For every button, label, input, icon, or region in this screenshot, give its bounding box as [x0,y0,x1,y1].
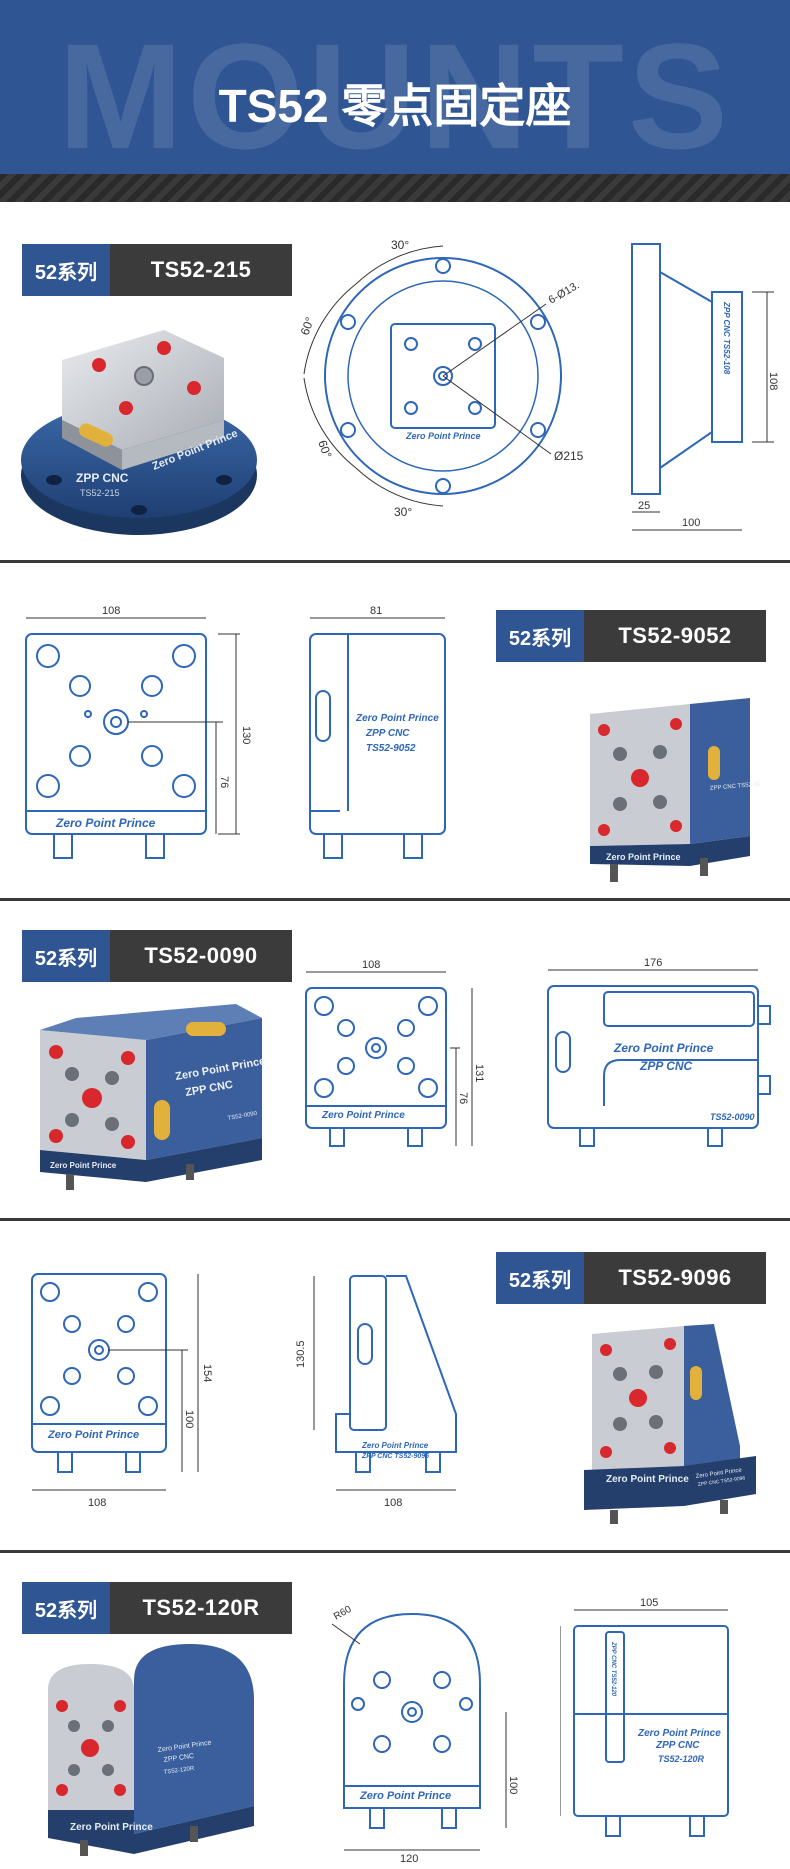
model-tag-ts52-9096: 52系列 TS52-9096 [496,1252,766,1304]
model-tag-ts52-0090: 52系列 TS52-0090 [22,930,292,982]
header-stripe [0,174,790,202]
drawing-side-ts52-215: ZPP CNC TS52-108 108 25 100 [631,243,779,531]
dim-176: 176 [644,957,662,969]
model-label: TS52-120R [110,1582,292,1634]
photo-base: Zero Point Prince [50,1161,117,1170]
dim-105: 105 [640,1597,658,1609]
dim-30-top: 30° [391,238,409,252]
model-tag-ts52-9052: 52系列 TS52-9052 [496,610,766,662]
dim-154: 154 [201,1364,213,1382]
product-photo-ts52-120r: Zero Point Prince ZPP CNC TS52-120R Zero… [48,1644,254,1856]
drawing-side-brand: Zero Point Prince [613,1041,714,1055]
dim-130: 130 [240,726,252,744]
product-photo-ts52-9052: Zero Point Prince ZPP CNC TS52-9052 [590,698,760,882]
dim-108-side: 108 [384,1497,402,1509]
dim-81: 81 [370,605,382,617]
dim-131: 131 [473,1064,485,1082]
dim-108: 108 [767,372,779,390]
drawing-brand: Zero Point Prince [321,1110,405,1121]
model-label: TS52-9096 [584,1252,766,1304]
drawing-side-zpp: ZPP CNC [365,728,410,739]
drawing-side-zpp: ZPP CNC [639,1059,693,1073]
dim-25: 25 [638,500,650,512]
section-divider [0,560,790,563]
drawing-brand: Zero Point Prince [47,1429,139,1441]
dim-diameter: Ø215 [554,449,584,463]
model-label: TS52-215 [110,244,292,296]
header-bg-word: MOUNTS [58,12,732,180]
model-tag-ts52-215: 52系列 TS52-215 [22,244,292,296]
dim-76: 76 [457,1092,469,1104]
drawing-side-brand: Zero Point Prince [637,1728,721,1739]
photo-model: ZPP CNC [163,1753,194,1764]
drawing-side-code: ZPP CNC TS52-120 [610,1641,616,1697]
product-photo-ts52-0090: Zero Point Prince ZPP CNC TS52-0090 Zero… [40,1004,266,1190]
photo-model2: TS52-120R [163,1766,195,1776]
photo-model: ZPP CNC TS52-9052 [710,781,760,792]
section-divider [0,1550,790,1553]
photo-model: TS52-0090 [227,1111,258,1122]
series-label: 52系列 [22,244,110,296]
drawing-front-ts52-120r: R60 100 120 Zero Point Prince [331,1604,519,1864]
page-title: TS52 零点固定座 [218,80,572,132]
photo-brand: Zero Point Prince [606,852,681,862]
drawing-front-ts52-9096: 154 100 108 Zero Point Prince [31,1273,213,1509]
dim-108-front: 108 [88,1497,106,1509]
drawing-side-model: TS52-9052 [366,743,416,754]
drawing-top-ts52-215: 30° 60° 60° 30° 6-Ø13. Ø215 Zero Point P… [298,238,584,519]
dim-60-top: 60° [298,315,317,337]
dim-60-bottom: 60° [315,438,334,460]
model-tag-ts52-120r: 52系列 TS52-120R [22,1582,292,1634]
drawing-side-ts52-9096: 130.5 108 Zero Point Prince ZPP CNC TS52… [296,1275,457,1509]
drawing-brand: Zero Point Prince [405,431,481,441]
dim-76: 76 [218,776,230,788]
drawing-side-brand: Zero Point Prince [355,713,439,724]
dim-r60: R60 [332,1604,354,1623]
drawing-side-ts52-120r: 105 160 ZPP CNC TS52-120 Zero Point Prin… [560,1597,729,1837]
dim-30-bottom: 30° [394,505,412,519]
drawing-brand: Zero Point Prince [359,1790,451,1802]
dim-holes: 6-Ø13. [547,279,582,306]
dim-100: 100 [682,517,700,529]
drawing-front-ts52-9052: 108 130 76 Zero Point Prince [25,605,252,859]
dim-100: 100 [507,1776,519,1794]
dim-100: 100 [183,1410,195,1428]
series-label: 52系列 [22,1582,110,1634]
drawing-side-text: ZPP CNC TS52-108 [722,301,731,375]
drawing-side-model: TS52-120R [658,1754,705,1764]
header-banner: MOUNTS TS52 零点固定座 [0,0,790,202]
drawing-side-zpp: ZPP CNC [655,1740,700,1751]
drawing-brand: Zero Point Prince [55,816,156,830]
section-divider [0,1218,790,1221]
drawing-side-ts52-9052: 81 Zero Point Prince ZPP CNC TS52-9052 [309,605,446,859]
drawing-side-model: TS52-0090 [710,1112,755,1122]
series-label: 52系列 [496,610,584,662]
series-label: 52系列 [22,930,110,982]
photo-model: TS52-215 [80,488,120,498]
dim-120: 120 [400,1853,418,1864]
photo-brand: Zero Point Prince [70,1822,153,1833]
photo-brand: Zero Point Prince [606,1474,689,1485]
product-photo-ts52-215: ZPP CNC TS52-215 Zero Point Prince [21,330,257,535]
dim-108: 108 [362,959,380,971]
series-label: 52系列 [496,1252,584,1304]
model-label: TS52-9052 [584,610,766,662]
dim-108: 108 [102,605,120,617]
product-photo-ts52-9096: Zero Point Prince Zero Point Prince ZPP … [584,1324,756,1524]
photo-label: ZPP CNC [76,471,129,485]
drawing-side-model: ZPP CNC TS52-9096 [361,1453,429,1460]
model-label: TS52-0090 [110,930,292,982]
drawing-side-ts52-0090: 176 Zero Point Prince ZPP CNC TS52-0090 [547,957,771,1147]
dim-130-5: 130.5 [296,1340,307,1368]
drawing-side-brand: Zero Point Prince [361,1441,429,1450]
section-divider [0,898,790,901]
drawing-front-ts52-0090: 108 131 76 Zero Point Prince [305,959,485,1147]
